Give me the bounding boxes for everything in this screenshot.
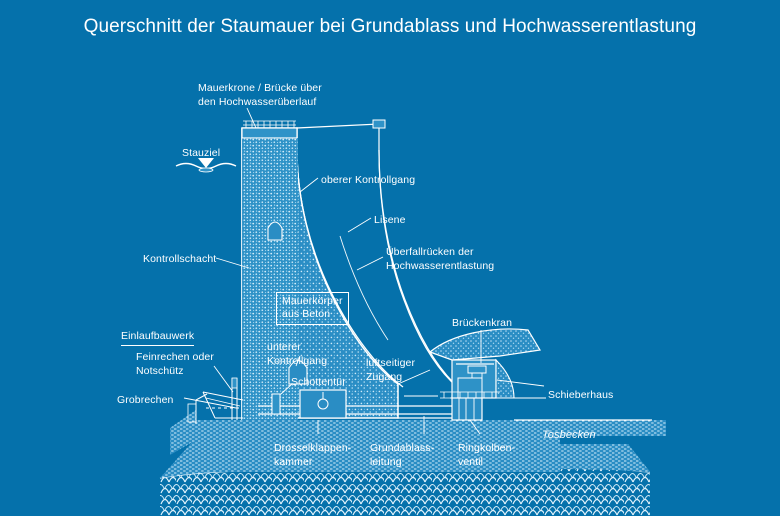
crest-railing [243, 120, 296, 128]
label-feinrechen: Feinrechen oder Notschütz [136, 351, 214, 377]
label-stauziel: Stauziel [182, 147, 221, 159]
label-schieberhaus: Schieberhaus [548, 389, 614, 401]
label-oberer-kontrollgang: oberer Kontrollgang [321, 174, 416, 186]
intake-structure [187, 377, 244, 424]
gantry-crane [456, 363, 494, 378]
dam-body [241, 119, 459, 420]
label-grundablassleitung: Grundablass- leitung [370, 442, 435, 468]
label-kontrollschacht: Kontrollschacht [143, 253, 217, 265]
lower-gallery [288, 359, 308, 385]
upper-gallery [267, 221, 283, 241]
label-ueberfallruecken: Überfallrücken der Hochwasserentlastung [386, 246, 495, 272]
ground-fill-layer [160, 410, 666, 478]
label-unterer-kontrollgang: unterer Kontrollgang [267, 341, 328, 367]
label-ringkolbenventil: Ringkolben- ventil [458, 442, 516, 468]
leader-lines [183, 107, 545, 435]
page-title: Querschnitt der Staumauer bei Grundablas… [83, 16, 697, 37]
stauziel-marker [175, 158, 237, 173]
label-lisene: Lisene [374, 214, 406, 226]
label-brueckenkran: Brückenkran [452, 317, 513, 329]
label-grobrechen: Grobrechen [117, 394, 174, 406]
bottom-outlet-system [258, 389, 483, 421]
label-mauerkoerper: Mauerkörper aus Beton [276, 292, 349, 325]
label-tosbecken: Tosbecken [542, 429, 596, 441]
label-einlaufbauwerk: Einlaufbauwerk [121, 330, 195, 346]
label-mauerkrone: Mauerkrone / Brücke über den Hochwasserü… [198, 82, 322, 108]
label-luftseitiger-zugang: luftseitiger Zugang [366, 357, 416, 383]
label-drosselklappenkammer: Drosselklappen- kammer [274, 442, 352, 468]
schieberhaus [397, 328, 541, 399]
label-schottentuer: Schottentür [291, 376, 346, 388]
